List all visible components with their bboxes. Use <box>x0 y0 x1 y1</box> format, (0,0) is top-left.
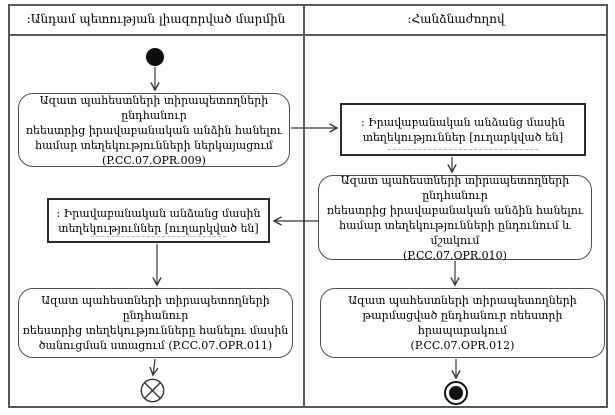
lane-title-commission: :Հանձնաժողով <box>407 12 505 26</box>
flow-final-glyph <box>140 378 165 403</box>
dashed-underline <box>90 236 227 237</box>
lane-header-separator <box>8 34 608 36</box>
action-opr012-label: Ազատ պահեստների տիրապետողների թարմացված … <box>348 294 577 352</box>
activity-final-icon <box>444 381 468 405</box>
action-opr009: Ազատ պահեստների տիրապետողների ընդհանուր … <box>18 93 290 167</box>
object-info-to-commission-label: : Իրավաբանական անձանց մասին տեղեկություն… <box>360 115 565 144</box>
activity-final-core <box>449 386 463 400</box>
initial-node-icon <box>146 48 164 66</box>
object-node-info-to-commission: : Իրավաբանական անձանց մասին տեղեկություն… <box>340 103 586 156</box>
diagram-frame <box>8 4 608 408</box>
action-opr011: Ազատ պահեստների տիրապետողների ընդհանուր … <box>18 288 293 358</box>
dashed-underline <box>387 149 539 150</box>
action-opr010: Ազատ պահեստների տիրապետողների ընդհանուր … <box>318 173 592 262</box>
action-opr011-label: Ազատ պահեստների տիրապետողների ընդհանուր … <box>22 294 289 352</box>
flow-final-icon <box>140 378 165 403</box>
action-opr009-label: Ազատ պահեստների տիրապետողների ընդհանուր … <box>25 93 283 167</box>
object-node-info-to-member-state: : Իրավաբանական անձանց մասին տեղեկություն… <box>47 198 270 243</box>
action-opr012: Ազատ պահեստների տիրապետողների թարմացված … <box>320 288 605 358</box>
action-opr010-label: Ազատ պահեստների տիրապետողների ընդհանուր … <box>326 173 584 262</box>
object-info-to-member-state-label: : Իրավաբանական անձանց մասին տեղեկություն… <box>56 206 261 235</box>
lane-divider <box>303 4 305 408</box>
lane-title-authorized-body: :Անդամ պետության լիազորված մարմին <box>26 12 286 26</box>
